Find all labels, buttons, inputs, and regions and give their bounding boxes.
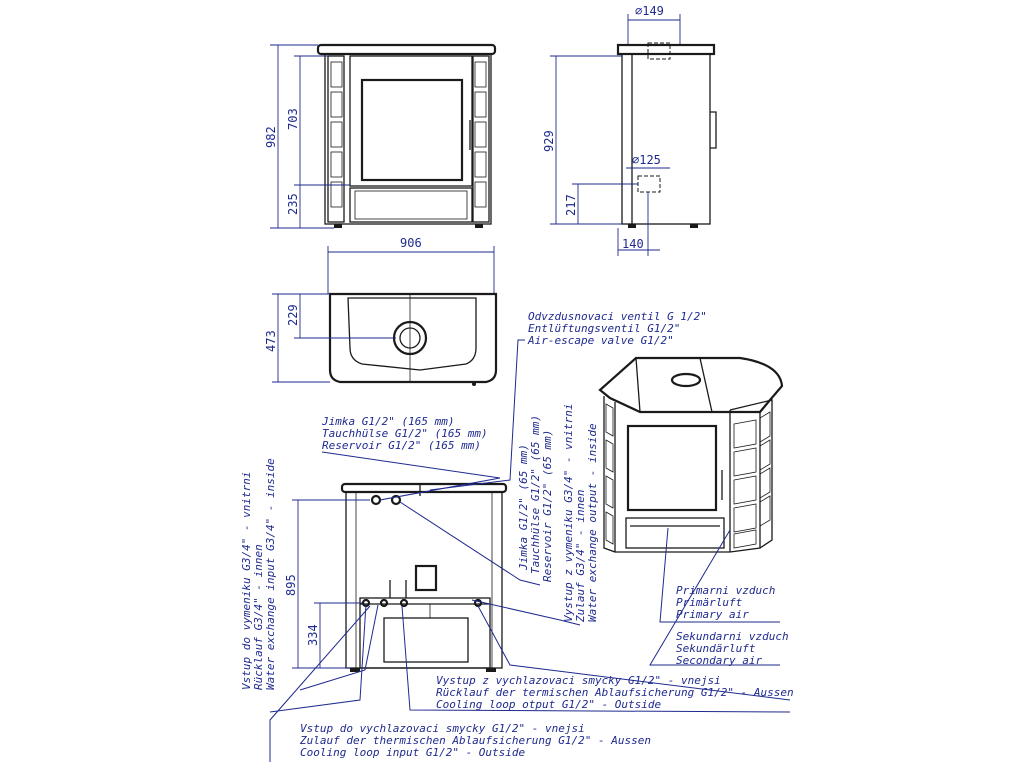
label-cooling-out-de: Rücklauf der termischen Ablaufsicherung … — [436, 686, 794, 699]
dim-929: 929 — [542, 130, 556, 152]
label-exchange-in-en: Water exchange input G3/4" - inside — [264, 458, 277, 690]
label-reservoir-vertical: Jimka G1/2" (65 mm) Tauchhülse G1/2" (65… — [517, 415, 554, 582]
label-reservoir-v-cz: Jimka G1/2" (65 mm) — [517, 444, 530, 571]
label-cooling-in-de: Zulauf der thermischen Ablaufsicherung G… — [299, 734, 651, 747]
label-reservoir-h-cz: Jimka G1/2" (165 mm) — [321, 415, 454, 428]
label-air-escape: Odvzdusnovaci ventil G 1/2" Entlüftungsv… — [527, 310, 707, 347]
front-view — [316, 43, 497, 228]
label-cooling-input: Vstup do vychlazovaci smycky G1/2" - vne… — [299, 722, 651, 759]
back-dimensions: 895 334 — [284, 499, 370, 669]
isometric-view — [598, 356, 784, 553]
dim-703: 703 — [286, 108, 300, 130]
label-cooling-out-en: Cooling loop otput G1/2" - Outside — [436, 698, 662, 711]
dim-140: 140 — [622, 237, 644, 251]
label-cooling-output: Vystup z vychlazovaci smycky G1/2" - vne… — [436, 674, 794, 711]
top-dimensions: 473 229 — [264, 293, 396, 383]
label-reservoir-v-de: Tauchhülse G1/2" (65 mm) — [529, 415, 542, 574]
label-air-escape-en: Air-escape valve G1/2" — [527, 334, 674, 347]
label-cooling-out-cz: Vystup z vychlazovaci smycky G1/2" - vne… — [436, 674, 721, 687]
front-dimensions: 982 703 235 — [264, 44, 350, 229]
dim-982: 982 — [264, 126, 278, 148]
dim-235: 235 — [286, 193, 300, 215]
label-air-escape-de: Entlüftungsventil G1/2" — [528, 322, 680, 335]
label-exchange-output: Vystup z vymeniku G3/4" - vnitrni Zulauf… — [562, 403, 599, 623]
label-primary-air-en: Primary air — [676, 608, 749, 621]
side-dimensions: ∅149 929 ∅125 217 140 — [542, 4, 681, 256]
label-primary-air-cz: Primarni vzduch — [676, 584, 775, 597]
label-reservoir-h-de: Tauchhülse G1/2" (165 mm) — [322, 427, 488, 440]
back-view — [340, 482, 508, 672]
label-primary-air: Primarni vzduch Primärluft Primary air — [676, 584, 775, 621]
label-reservoir-h-en: Reservoir G1/2" (165 mm) — [322, 439, 481, 452]
label-cooling-in-cz: Vstup do vychlazovaci smycky G1/2" - vne… — [300, 722, 585, 735]
label-cooling-in-en: Cooling loop input G1/2" - Outside — [300, 746, 526, 759]
dim-906: 906 — [400, 236, 422, 250]
label-exchange-in-de: Rücklauf G3/4" - innen — [252, 544, 265, 690]
label-reservoir-horizontal: Jimka G1/2" (165 mm) Tauchhülse G1/2" (1… — [321, 415, 501, 479]
label-exchange-out-de: Zulauf G3/4" - innen — [574, 490, 587, 623]
label-primary-air-de: Primärluft — [676, 596, 743, 609]
label-exchange-out-cz: Vystup z vymeniku G3/4" - vnitrni — [562, 403, 575, 622]
dim-895: 895 — [284, 574, 298, 596]
side-view — [616, 42, 717, 228]
label-exchange-input: Vstup do vymeniku G3/4" - vnitrni Rückla… — [240, 458, 277, 690]
dim-217: 217 — [564, 194, 578, 216]
top-view: 906 — [327, 236, 498, 386]
leader-lines — [269, 339, 791, 762]
label-air-escape-cz: Odvzdusnovaci ventil G 1/2" — [528, 310, 707, 323]
dim-229: 229 — [286, 304, 300, 326]
dim-149: ∅149 — [635, 4, 664, 18]
label-reservoir-v-en: Reservoir G1/2" (65 mm) — [541, 430, 554, 582]
dim-125: ∅125 — [632, 153, 661, 167]
dim-334: 334 — [306, 624, 320, 646]
label-secondary-air-en: Secondary air — [676, 654, 762, 667]
label-exchange-out-en: Water exchange output - inside — [586, 423, 599, 622]
dim-473: 473 — [264, 330, 278, 352]
label-exchange-in-cz: Vstup do vymeniku G3/4" - vnitrni — [240, 471, 253, 690]
label-secondary-air-cz: Sekundarni vzduch — [676, 630, 789, 643]
label-secondary-air-de: Sekundärluft — [676, 642, 756, 655]
label-secondary-air: Sekundarni vzduch Sekundärluft Secondary… — [676, 630, 789, 667]
